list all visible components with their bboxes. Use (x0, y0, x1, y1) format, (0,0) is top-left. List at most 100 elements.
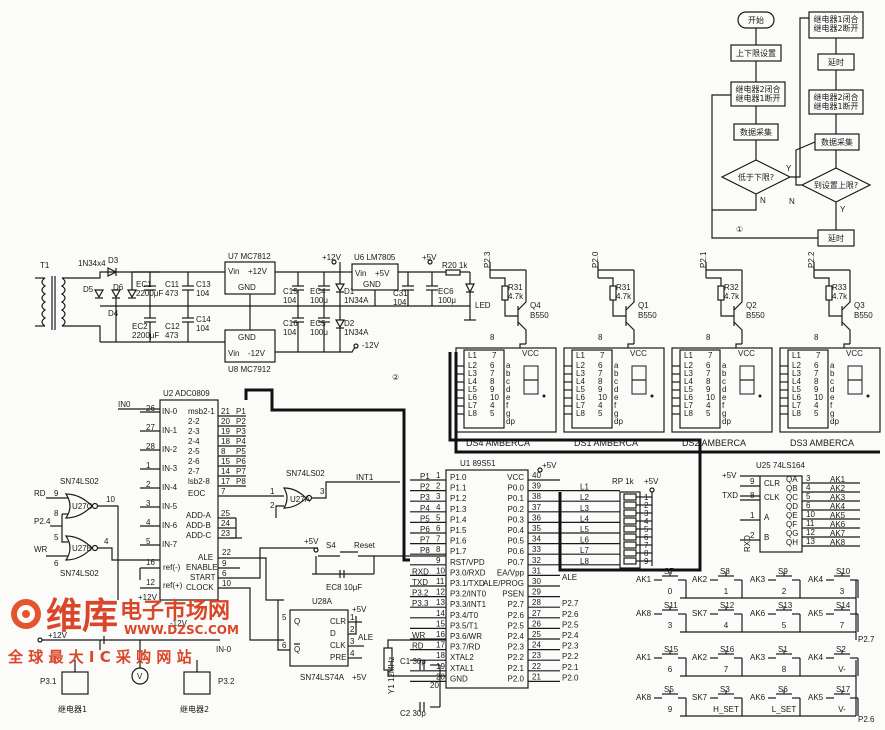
driver-wire (490, 277, 506, 286)
seg-pin-num: 4 (490, 401, 495, 410)
mcu-lpin-0: 1 (436, 471, 441, 480)
ff-clr: CLR (330, 617, 346, 626)
adc-inpin-7: 5 (146, 537, 151, 546)
mcu-rpin-15: 25 (532, 630, 541, 639)
key-s-0-0: S7 (664, 567, 674, 576)
seg-pin-num: 9 (490, 385, 495, 394)
seg-pin-num: 10 (706, 393, 715, 402)
mcu-right-1: P0.0 (508, 484, 525, 493)
seg-pin-L4: L4 (684, 377, 693, 386)
mcu-left-1: P1.1 (450, 484, 467, 493)
adc-port-6: P7 (236, 467, 246, 476)
digit-dp (758, 394, 762, 398)
adc-pin16: 16 (146, 558, 155, 567)
output-caps (292, 272, 346, 352)
mcu-title: U1 89S51 (460, 459, 496, 468)
mcu-5v: +5V (542, 461, 557, 470)
flow-yes-2: Y (840, 205, 846, 214)
adc-input-0: IN-0 (162, 407, 178, 416)
u25-rpin-4: 10 (806, 510, 815, 519)
adc-port-3: P4 (236, 437, 246, 446)
ff-5v-b: +5V (352, 673, 367, 682)
mcu-ale-label: ALE (562, 573, 577, 582)
reset-label: Reset (354, 541, 376, 550)
transistor-type-3: B550 (854, 311, 873, 320)
mcu-left-18: XTAL1 (450, 664, 474, 673)
flow-relay-step-1 (730, 81, 786, 107)
key-val-0-2: 2 (782, 587, 787, 596)
ff-pin1: 1 (350, 613, 355, 622)
seg-letter-f: f (506, 401, 509, 410)
u25-ak-2: AK3 (830, 493, 846, 502)
u25-5v: +5V (722, 471, 737, 480)
mcu-port-label-5: RD (412, 642, 424, 651)
seg-letter-dp: dp (506, 417, 515, 426)
seg-pin-L7: L7 (576, 401, 585, 410)
adc-pin10: 10 (222, 579, 231, 588)
adc0809-chip (159, 399, 219, 601)
u28a-sub: SN74LS74A (300, 673, 345, 682)
adc-outpin-5: 15 (221, 457, 230, 466)
u28a-title: U28A (312, 597, 333, 606)
seg-pin-L7: L7 (684, 401, 693, 410)
key-ak-0-0: AK1 (636, 575, 652, 584)
mcu-left-15: P3.6/WR (450, 632, 482, 641)
mcu-pin20-extra: 20 (430, 681, 439, 690)
key-s-3-0: S5 (664, 685, 674, 694)
key-s-3-3: S17 (836, 685, 851, 694)
mcu-l-label-7: L7 (580, 546, 589, 555)
mcu-lpin-19: 20 (436, 672, 445, 681)
led-label: LED (475, 301, 491, 310)
mcu-right-15: P2.4 (508, 632, 525, 641)
mcu-left-11: P3.2/INT0 (450, 590, 487, 599)
driver-r-3: R33 (832, 283, 847, 292)
seg-pin-l: L1 (684, 351, 693, 360)
adc-pin6: 6 (222, 569, 227, 578)
seg-pin-L3: L3 (576, 369, 585, 378)
adc-pin23: 23 (221, 529, 230, 538)
u25-right-6: QG (786, 529, 798, 538)
seg-letter-e: e (614, 393, 619, 402)
digit-dp (650, 394, 654, 398)
mcu-p2-label-18: P2.1 (562, 663, 579, 672)
u27b-pin6: 6 (54, 559, 59, 568)
key-s-0-1: S8 (720, 567, 730, 576)
mcu-l-label-3: L3 (580, 504, 589, 513)
u8-vin: Vin (228, 349, 239, 358)
adc-outpin-4: 8 (221, 447, 226, 456)
seg-letter-g: g (830, 409, 834, 418)
u27a-pin2: 2 (270, 501, 275, 510)
u25-right-0: QA (786, 475, 798, 484)
mcu-lpin-13: 14 (436, 609, 445, 618)
mcu-rpin-17: 23 (532, 651, 541, 660)
adc-ale: ALE (198, 553, 213, 562)
u8-label: U8 MC7912 (228, 365, 271, 374)
driver-wire (720, 300, 734, 317)
mcu-right-13: P2.6 (508, 611, 525, 620)
mcu-left-7: P1.7 (450, 547, 467, 556)
seg-pin-num: 7 (814, 369, 819, 378)
mcu-left-6: P1.6 (450, 537, 467, 546)
seg-pin-L7: L7 (792, 401, 801, 410)
key-ak-0-1: AK2 (692, 575, 708, 584)
mcu-left-17: XTAL2 (450, 653, 474, 662)
mcu-rpin-19: 21 (532, 672, 541, 681)
rp-cell-3 (623, 517, 637, 525)
u25-left-1: CLK (764, 493, 780, 502)
relay-12v: +12V (48, 631, 68, 640)
bridge-diodes (93, 267, 138, 342)
u6-out: +5V (375, 269, 390, 278)
seg-pin-l: L1 (576, 351, 585, 360)
mcu-right-5: P0.4 (508, 526, 525, 535)
adc-refp: ref(+) (163, 581, 183, 590)
u25-ak-1: AK2 (830, 484, 846, 493)
adc-addb: ADD-B (186, 521, 211, 530)
